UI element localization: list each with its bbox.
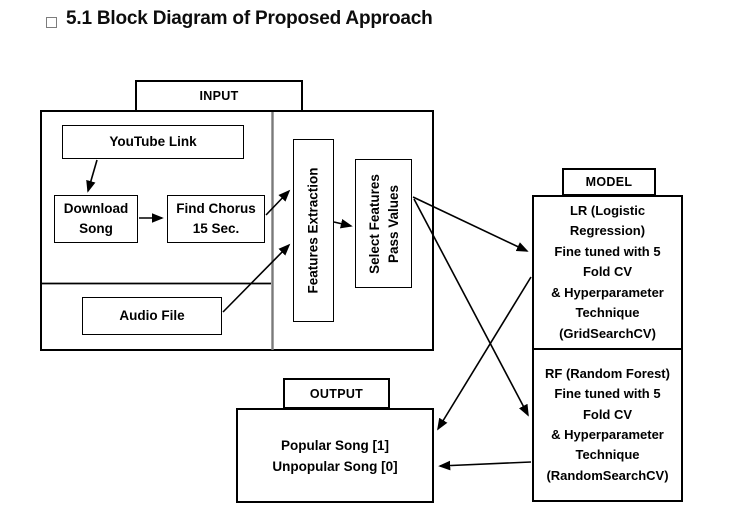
download-song-line2: Song bbox=[79, 221, 113, 236]
find-chorus-line1: Find Chorus bbox=[176, 201, 256, 216]
download-song-node: Download Song bbox=[54, 195, 138, 243]
youtube-link-label: YouTube Link bbox=[109, 134, 197, 149]
rf-line-6: (RandomSearchCV) bbox=[546, 467, 669, 483]
page-title: 5.1 Block Diagram of Proposed Approach bbox=[66, 8, 433, 29]
find-chorus-line2: 15 Sec. bbox=[192, 221, 240, 236]
lr-line-7: (GridSearchCV) bbox=[559, 325, 656, 341]
output-section-label: OUTPUT bbox=[283, 378, 390, 409]
audio-file-label: Audio File bbox=[119, 308, 185, 323]
youtube-link-node: YouTube Link bbox=[62, 125, 244, 159]
lr-line-6: Technique bbox=[575, 305, 640, 321]
square-bullet-icon bbox=[46, 17, 57, 28]
select-features-line1: Select Features bbox=[366, 173, 382, 274]
lr-line-3: Fine tuned with 5 bbox=[554, 243, 661, 259]
audio-file-node: Audio File bbox=[82, 297, 222, 335]
lr-line-2: Regression) bbox=[569, 223, 646, 239]
select-features-line2: Pass Values bbox=[385, 184, 401, 263]
rf-line-5: Technique bbox=[575, 447, 640, 463]
output-node: Popular Song [1] Unpopular Song [0] bbox=[236, 408, 434, 503]
arrow-lr-to-output bbox=[437, 276, 532, 431]
rf-line-2: Fine tuned with 5 bbox=[554, 386, 661, 402]
arrow-rf-to-output bbox=[438, 460, 532, 471]
output-line-popular: Popular Song [1] bbox=[281, 437, 389, 453]
lr-line-4: Fold CV bbox=[582, 264, 633, 280]
rf-line-4: & Hyperparameter bbox=[551, 427, 664, 442]
select-features-node: Select Features Pass Values bbox=[355, 159, 412, 288]
features-extraction-label: Features Extraction bbox=[306, 167, 322, 294]
input-section-label: INPUT bbox=[135, 80, 303, 112]
output-line-unpopular: Unpopular Song [0] bbox=[272, 458, 398, 474]
features-extraction-node: Features Extraction bbox=[293, 139, 334, 322]
lr-line-1: LR (Logistic bbox=[569, 203, 646, 219]
lr-line-5: & Hyperparameter bbox=[551, 284, 664, 300]
lr-model-node: LR (Logistic Regression) Fine tuned with… bbox=[534, 197, 681, 350]
rf-line-3: Fold CV bbox=[582, 406, 633, 422]
rf-line-1: RF (Random Forest) bbox=[545, 365, 670, 381]
model-section-label: MODEL bbox=[562, 168, 656, 196]
model-container-box: LR (Logistic Regression) Fine tuned with… bbox=[532, 195, 683, 502]
select-features-label: Select Features Pass Values bbox=[365, 174, 403, 274]
find-chorus-node: Find Chorus 15 Sec. bbox=[167, 195, 265, 243]
download-song-line1: Download bbox=[63, 201, 129, 216]
rf-model-node: RF (Random Forest) Fine tuned with 5 Fol… bbox=[534, 350, 681, 500]
